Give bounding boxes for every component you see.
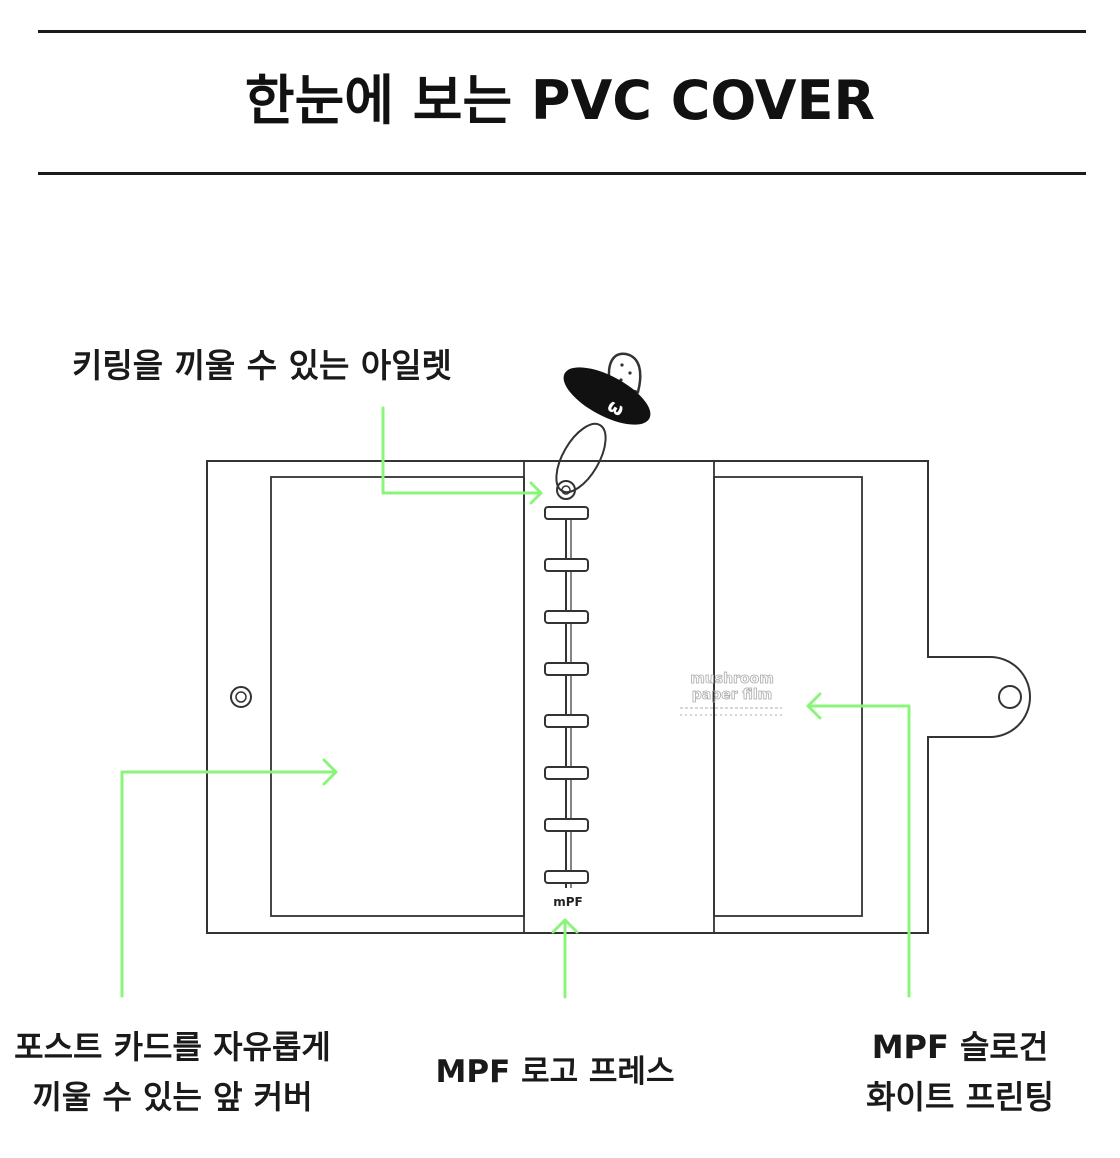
tab-hole-icon [998, 685, 1022, 709]
cover-outline [206, 460, 1031, 934]
back-panel [713, 476, 863, 917]
callout-slogan-line1: MPF 슬로건 [871, 1028, 1049, 1066]
callout-front-cover-line2: 끼울 수 있는 앞 커버 [32, 1078, 313, 1116]
svg-text:paper film: paper film [692, 687, 773, 703]
mushroom-keyring-icon: ω [555, 352, 651, 494]
callout-slogan-line2: 화이트 프린팅 [866, 1078, 1054, 1116]
binder-ring-tab [544, 506, 589, 520]
callout-logo-press: MPF 로고 프레스 [435, 1054, 675, 1090]
arrow-front-cover [120, 758, 338, 998]
arrow-slogan [806, 692, 911, 998]
top-rule [38, 30, 1086, 33]
binder-ring-tab [544, 662, 589, 676]
bottom-rule [38, 172, 1086, 175]
arrow-eyelet [381, 406, 543, 505]
callout-front-cover: 포스트 카드를 자유롭게 끼울 수 있는 앞 커버 [0, 1022, 345, 1122]
callout-front-cover-line1: 포스트 카드를 자유롭게 [14, 1028, 331, 1066]
binder-ring-tab [544, 610, 589, 624]
callout-slogan: MPF 슬로건 화이트 프린팅 [840, 1022, 1080, 1122]
snap-button-icon [230, 686, 252, 708]
binder-ring-tab [544, 818, 589, 832]
arrow-logo-press [551, 918, 579, 999]
binder-ring-tab [544, 714, 589, 728]
binder-ring-icon [544, 506, 589, 888]
page-title: 한눈에 보는 PVC COVER [244, 69, 876, 132]
spine-logo: mPF [553, 895, 583, 909]
binder-ring-tab [544, 870, 589, 884]
spine-panel [523, 460, 715, 934]
callout-eyelet: 키링을 끼울 수 있는 아일렛 [72, 346, 452, 385]
front-panel [270, 476, 525, 917]
slogan-printing: mushroom paper film [680, 671, 782, 716]
binder-ring-tab [544, 766, 589, 780]
binder-ring-tab [544, 558, 589, 572]
svg-text:mushroom: mushroom [690, 671, 774, 687]
